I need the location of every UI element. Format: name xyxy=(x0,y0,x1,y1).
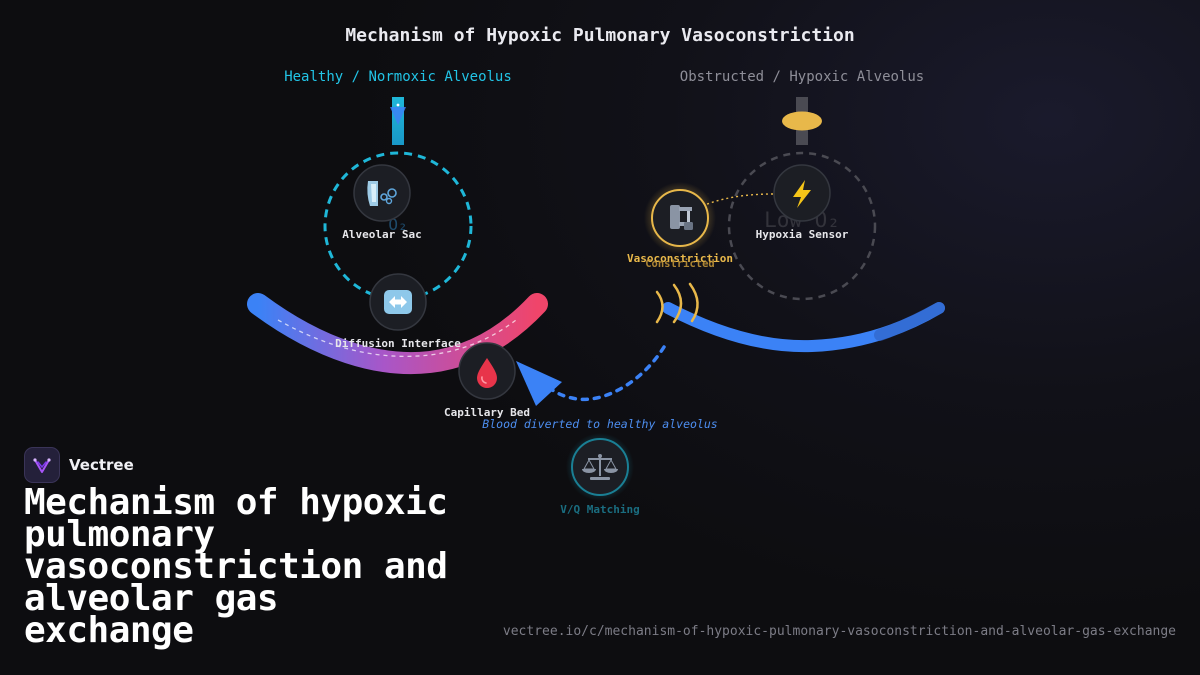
healthy-vessel-flow xyxy=(277,319,517,357)
scales-icon xyxy=(582,454,618,480)
clamp-icon xyxy=(670,205,693,230)
node-hypoxia-sensor[interactable]: Hypoxia Sensor xyxy=(756,164,849,241)
page-heading: Mechanism of hypoxic pulmonary vasoconst… xyxy=(24,482,448,651)
brand: Vectree xyxy=(24,447,134,483)
obstructed-airway xyxy=(782,97,822,145)
node-vasoconstriction[interactable]: Vasoconstriction Constricted xyxy=(627,182,733,270)
healthy-heading: Healthy / Normoxic Alveolus xyxy=(284,69,512,85)
hypoxic-alveolus xyxy=(727,151,877,301)
lightning-icon xyxy=(793,180,811,208)
source-url[interactable]: vectree.io/c/mechanism-of-hypoxic-pulmon… xyxy=(502,624,1176,639)
alveolar-sac-label: Alveolar Sac xyxy=(342,228,421,241)
diverted-flow-arrowhead xyxy=(516,361,562,406)
healthy-airway xyxy=(390,97,406,145)
brand-name: Vectree xyxy=(69,456,134,474)
vq-matching-label: V/Q Matching xyxy=(560,503,639,516)
healthy-vessel xyxy=(247,293,548,375)
constricted-label: Constricted xyxy=(645,258,715,270)
mucus-plug xyxy=(782,111,822,131)
diffusion-interface-label: Diffusion Interface xyxy=(335,337,461,350)
diverted-flow-line xyxy=(544,345,666,401)
diverted-flow-label: Blood diverted to healthy alveolus xyxy=(482,417,717,431)
constriction-waves xyxy=(655,282,699,324)
left-right-arrow-icon xyxy=(384,290,412,314)
node-capillary-bed[interactable]: Capillary Bed xyxy=(444,342,530,419)
vectree-logo-icon xyxy=(24,447,60,483)
hypoxic-heading: Obstructed / Hypoxic Alveolus xyxy=(680,69,924,85)
node-alveolar-sac[interactable]: Alveolar Sac xyxy=(342,164,422,241)
healthy-gas-text: O₂ xyxy=(388,215,407,234)
lungs-icon xyxy=(367,181,397,206)
hypoxia-sensor-label: Hypoxia Sensor xyxy=(756,228,849,241)
constricted-vessel-fade xyxy=(874,302,945,341)
blood-drop-icon xyxy=(477,358,497,388)
capillary-bed-label: Capillary Bed xyxy=(444,406,530,419)
node-vq-matching[interactable]: V/Q Matching xyxy=(560,433,640,516)
vasoconstriction-label: Vasoconstriction xyxy=(627,252,733,265)
node-diffusion-interface[interactable]: Diffusion Interface xyxy=(335,273,461,350)
diagram-title: Mechanism of Hypoxic Pulmonary Vasoconst… xyxy=(345,25,854,46)
